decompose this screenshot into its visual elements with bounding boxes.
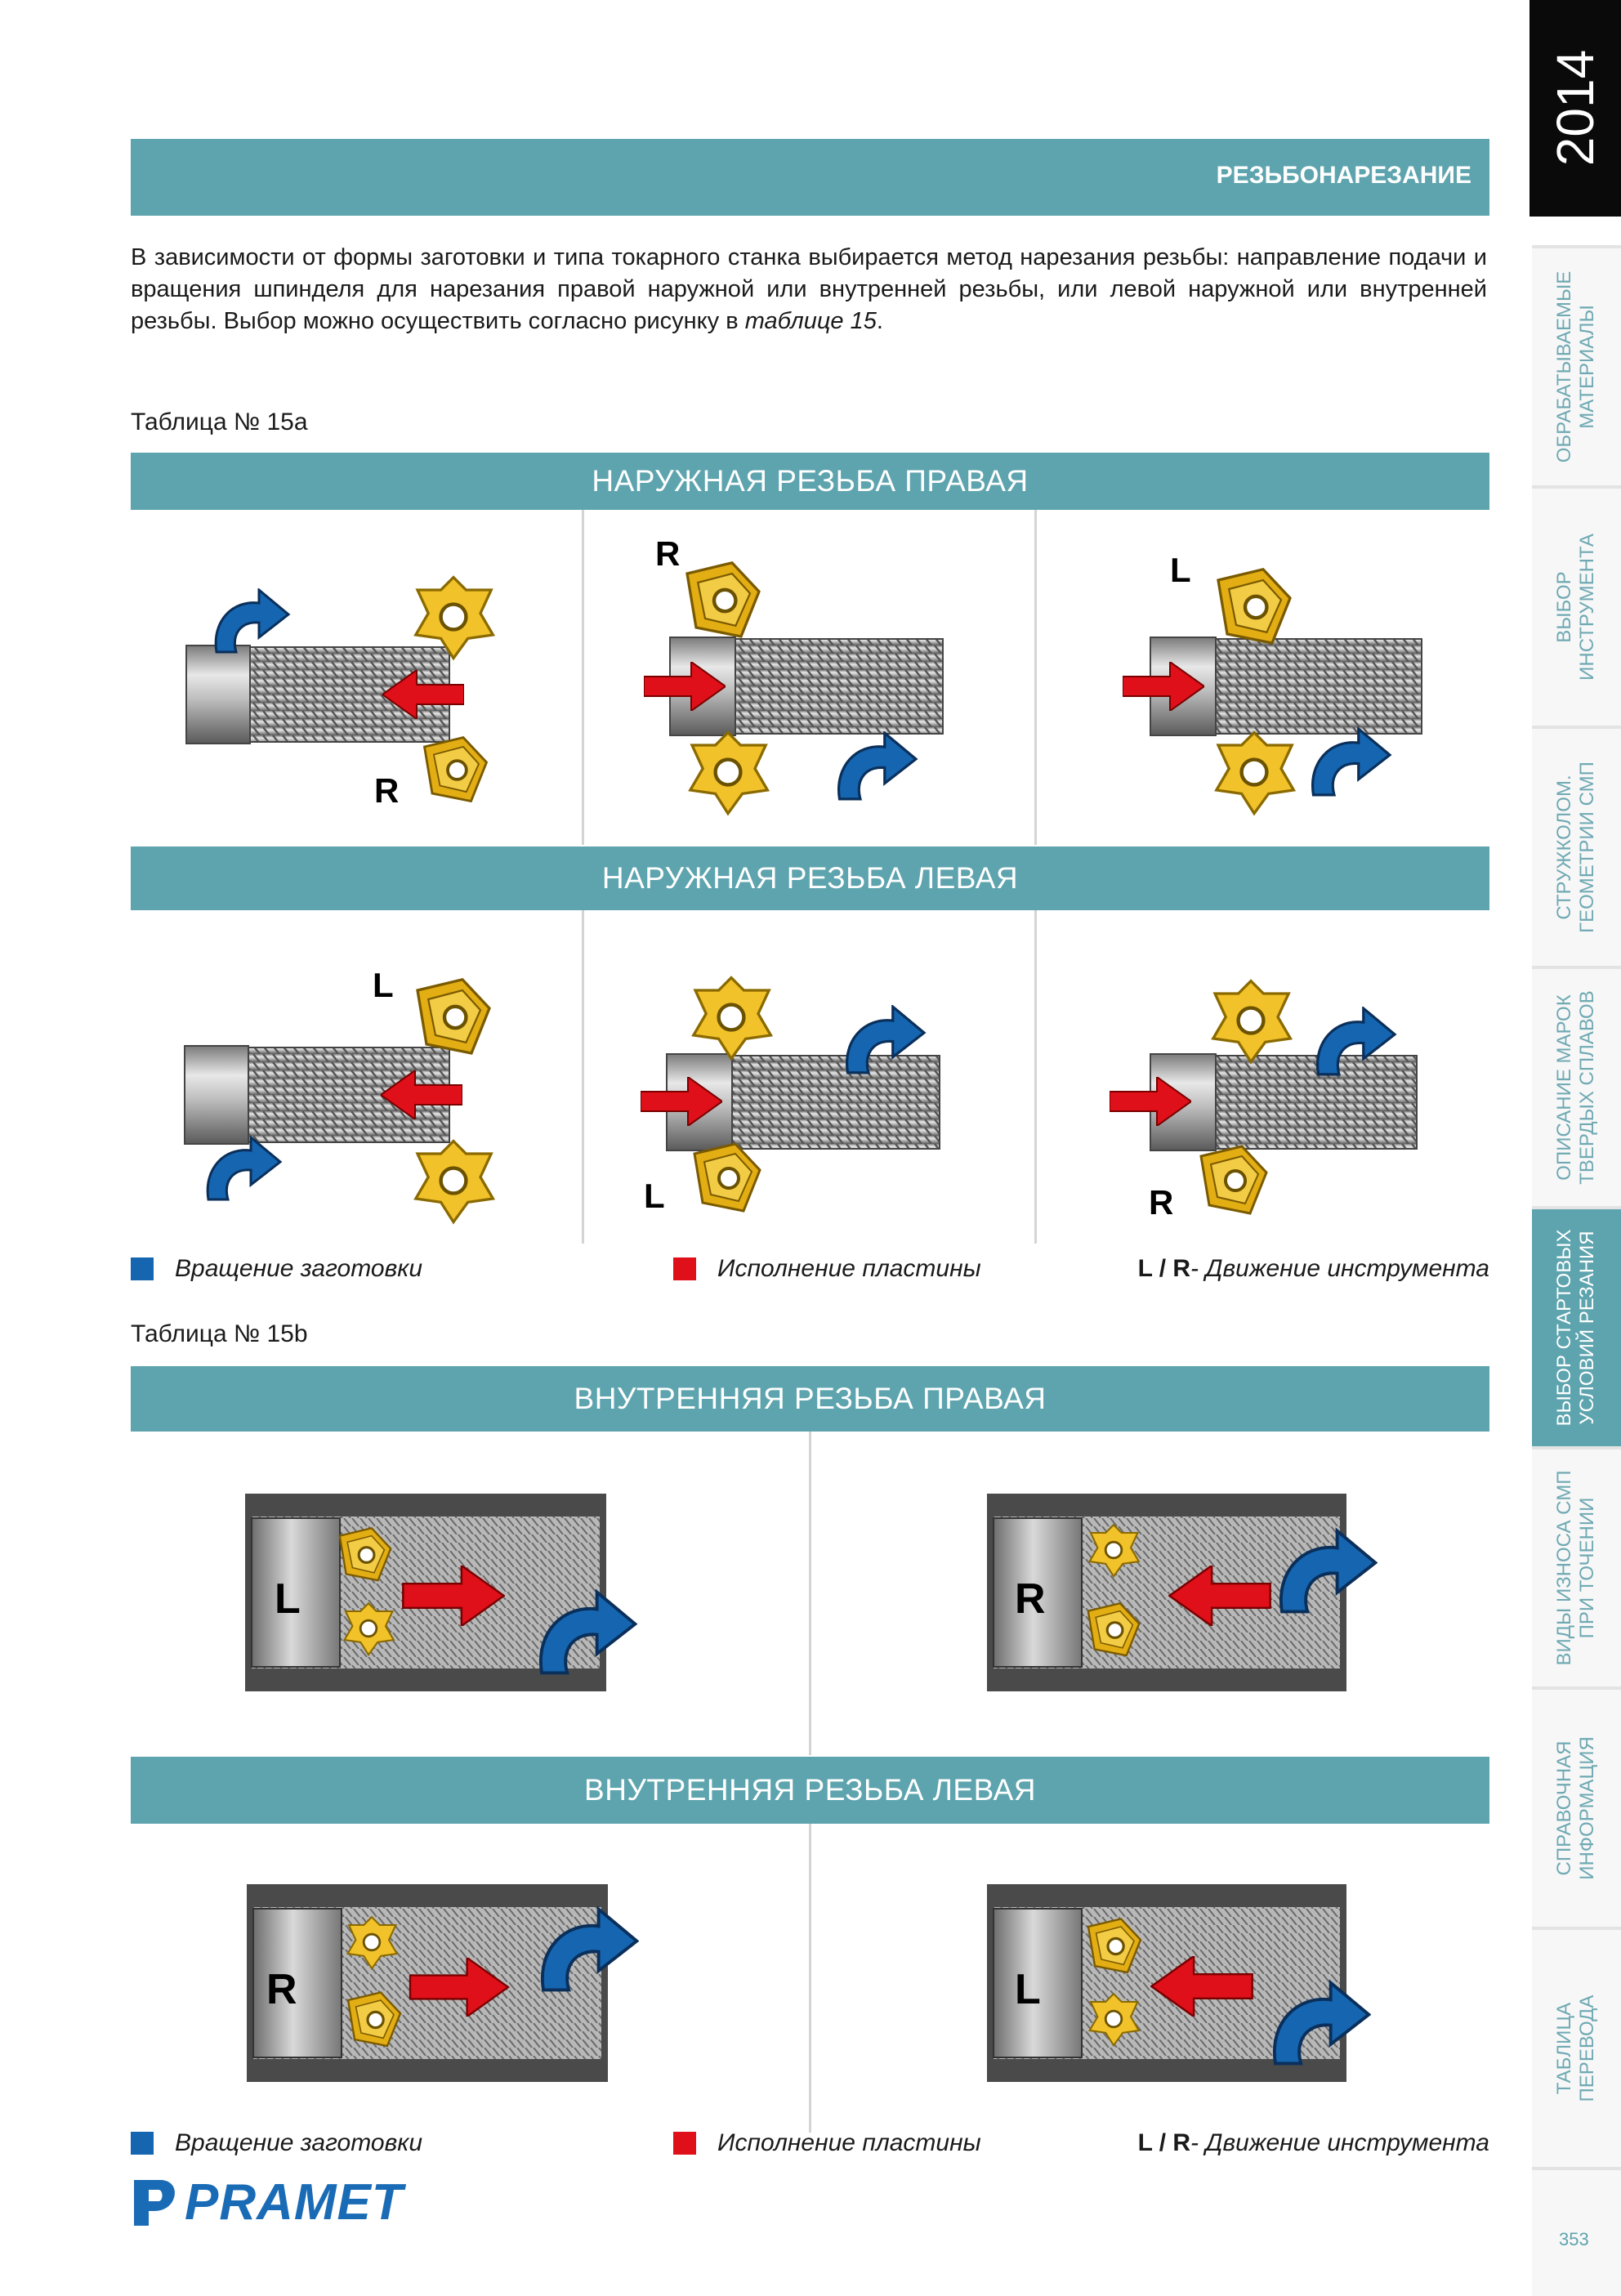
diagram-external-left-2: L (641, 948, 940, 1215)
sidebar-tab-wear[interactable]: ВИДЫ ИЗНОСА СМП ПРИ ТОЧЕНИИ (1532, 1446, 1621, 1686)
table-b-divider (809, 1822, 811, 2133)
motion-label: R (266, 1966, 297, 2013)
motion-label: L (1015, 1966, 1041, 2013)
page-number: 353 (1559, 2229, 1589, 2249)
diagram-external-right-3: L (1123, 551, 1422, 817)
table-b-row2-title: ВНУТРЕННЯЯ РЕЗЬБА ЛЕВАЯ (131, 1757, 1489, 1824)
legend-blue-square (131, 1257, 154, 1280)
legend-movement-2: L / R - Движение инструмента (1137, 2129, 1489, 2156)
table-b-divider (809, 1432, 811, 1755)
legend-rotation-2: Вращение заготовки (131, 2129, 422, 2157)
diagram-external-left-3: R (1110, 956, 1418, 1222)
diagram-internal-left-2: L (987, 1884, 1395, 2082)
sidebar-tab-cutting-conditions[interactable]: ВЫБОР СТАРТОВЫХ УСЛОВИЙ РЕЗАНИЯ (1532, 1206, 1621, 1446)
section-title: РЕЗЬБОНАРЕЗАНИЕ (1216, 162, 1471, 189)
table-b-row1-title: ВНУТРЕННЯЯ РЕЗЬБА ПРАВАЯ (131, 1366, 1489, 1432)
section-header-bar: РЕЗЬБОНАРЕЗАНИЕ (131, 139, 1489, 216)
brand-name: PRAMET (185, 2174, 404, 2231)
table-a-row2-title: НАРУЖНАЯ РЕЗЬБА ЛЕВАЯ (131, 846, 1489, 910)
pramet-logo-icon (134, 2179, 175, 2226)
diagram-external-right-2: R (644, 534, 944, 825)
diagram-external-right-1: R (185, 556, 539, 810)
legend-red-square (673, 2132, 696, 2155)
table-a-divider (582, 909, 584, 1244)
motion-label: R (1015, 1575, 1046, 1623)
sidebar-tab-blank (1532, 2167, 1621, 2296)
sidebar-tab-conversion[interactable]: ТАБЛИЦА ПЕРЕВОДА (1532, 1927, 1621, 2167)
table-a-divider (1034, 510, 1037, 845)
intro-table-ref: таблице 15 (744, 308, 877, 334)
legend-insert: Исполнение пластины (673, 1255, 981, 1283)
motion-label: R (374, 771, 399, 810)
table-a-row1-title: НАРУЖНАЯ РЕЗЬБА ПРАВАЯ (131, 453, 1489, 510)
legend-movement: L / R - Движение инструмента (1137, 1255, 1489, 1282)
sidebar-tab-tool-selection[interactable]: ВЫБОР ИНСТРУМЕНТА (1532, 485, 1621, 726)
motion-label: L (373, 966, 394, 1004)
sidebar-tab-reference[interactable]: СПРАВОЧНАЯ ИНФОРМАЦИЯ (1532, 1686, 1621, 1927)
sidebar-tab-chipbreakers[interactable]: СТРУЖКОЛОМ. ГЕОМЕТРИИ СМП (1532, 726, 1621, 966)
motion-label: R (1149, 1183, 1173, 1222)
diagram-internal-right-1: L (245, 1494, 654, 1691)
table-a-divider (1034, 909, 1037, 1244)
legend-insert-2: Исполнение пластины (673, 2129, 981, 2157)
sidebar-tab-materials[interactable]: ОБРАБАТЫВАЕМЫЕ МАТЕРИАЛЫ (1532, 245, 1621, 485)
legend-red-square (673, 1257, 696, 1280)
intro-paragraph: В зависимости от формы заготовки и типа … (131, 244, 1487, 334)
legend-rotation: Вращение заготовки (131, 1255, 422, 1283)
diagram-internal-right-2: R (987, 1494, 1395, 1691)
legend-blue-square (131, 2132, 154, 2155)
pramet-logo: PRAMET (131, 2173, 404, 2231)
table-a-divider (582, 510, 584, 845)
sidebar-tab-grades[interactable]: ОПИСАНИЕ МАРОК ТВЕРДЫХ СПЛАВОВ (1532, 966, 1621, 1206)
year-tab: 2014 (1529, 0, 1621, 217)
motion-label: R (655, 534, 680, 573)
diagram-internal-left-1: R (247, 1884, 655, 2082)
motion-label: L (1170, 551, 1191, 589)
motion-label: L (644, 1177, 665, 1215)
diagram-external-left-1: L (184, 966, 539, 1226)
table-b-caption: Таблица № 15b (131, 1320, 308, 1347)
motion-label: L (275, 1575, 301, 1623)
table-a-caption: Таблица № 15а (131, 409, 308, 436)
